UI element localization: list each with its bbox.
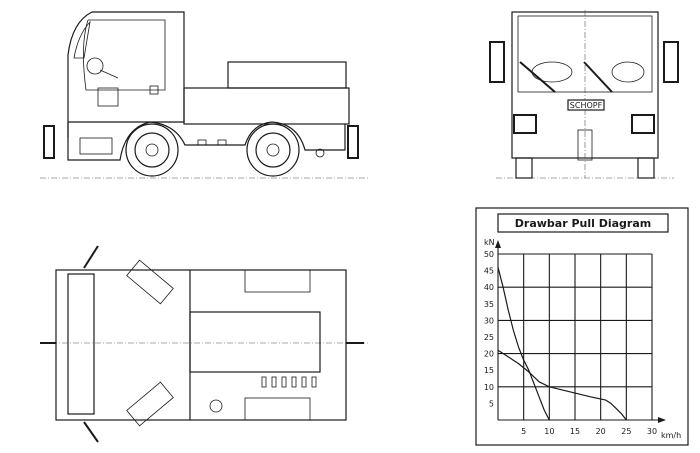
x-tick-label: 10: [544, 427, 554, 436]
rear-wheel-bottom: [244, 397, 311, 421]
door-panel: [97, 87, 119, 107]
rear-deck: [227, 61, 347, 89]
cab-front: [67, 273, 95, 415]
chassis-outline: [67, 121, 346, 161]
series-line-1: [497, 267, 550, 421]
seat: [531, 61, 573, 83]
vent-slots: [261, 376, 317, 388]
x-axis-label: km/h: [661, 431, 681, 440]
cab-outline: [67, 11, 185, 138]
x-tick-label: 15: [570, 427, 580, 436]
wiper-right: [583, 61, 613, 93]
chart-ticks: 5 10 15 20 25 30 5 10 15 20 25 30 35 40 45 50: [484, 250, 657, 436]
rear-wheel: [246, 123, 300, 177]
cab-window: [83, 19, 166, 91]
y-axis-arrow: [495, 240, 501, 248]
step-box: [79, 137, 113, 155]
wiper-left: [519, 61, 556, 93]
mirror-left: [489, 41, 505, 83]
tow-hitch: [315, 148, 325, 158]
seat-headrest: [86, 57, 104, 75]
front-window: [73, 20, 91, 59]
y-tick-label: 30: [484, 316, 494, 325]
x-tick-label: 5: [521, 427, 526, 436]
y-tick-label: 20: [484, 350, 494, 359]
y-tick-label: 40: [484, 283, 494, 292]
wheel-left: [515, 157, 533, 179]
side-light: [197, 139, 207, 146]
front-wheel: [125, 123, 179, 177]
mirror-right: [663, 41, 679, 83]
y-tick-label: 45: [484, 267, 494, 276]
x-tick-label: 25: [621, 427, 631, 436]
vehicle-outline: [55, 269, 347, 421]
mirror-arm-top: [83, 245, 99, 269]
front-bumper: [43, 125, 55, 159]
rear-bumper: [347, 125, 359, 159]
headlight-right: [631, 114, 655, 134]
y-tick-label: 15: [484, 366, 494, 375]
steering-wheel: [611, 61, 645, 83]
chart-grid: [495, 240, 666, 423]
y-tick-label: 5: [489, 399, 494, 408]
wheel-right: [637, 157, 655, 179]
chart-title: Drawbar Pull Diagram: [515, 217, 651, 230]
front-wheel-bottom: [126, 381, 174, 427]
license-plate: [567, 99, 605, 111]
side-view: [40, 11, 370, 179]
fuel-cap: [209, 399, 223, 413]
plate-text: SCHOPF: [570, 101, 603, 110]
chart-title-box: [497, 213, 669, 233]
engine-cover: [189, 311, 321, 373]
mirror-arm-bottom: [83, 421, 99, 443]
chart-series: [497, 267, 627, 421]
x-axis-arrow: [658, 417, 666, 423]
headlight-left: [513, 114, 537, 134]
x-tick-label: 20: [596, 427, 606, 436]
chart-frame: [475, 207, 689, 446]
y-tick-label: 10: [484, 383, 494, 392]
front-wheel-top: [126, 259, 174, 305]
steering-wheel: [99, 69, 119, 79]
front-view: SCHOPF: [489, 10, 679, 179]
y-tick-label: 35: [484, 300, 494, 309]
tow-coupling: [577, 129, 593, 161]
y-tick-label: 25: [484, 333, 494, 342]
x-tick-label: 30: [647, 427, 657, 436]
body-side: [183, 87, 350, 125]
top-view: [40, 245, 370, 443]
cab-emblem: [149, 85, 159, 95]
series-line-2: [497, 349, 627, 421]
side-light: [217, 139, 227, 146]
drawbar-pull-chart: Drawbar Pull Diagram 5 10 15 20 25 30 5 10 15 20 2…: [475, 207, 689, 446]
y-tick-label: 50: [484, 250, 494, 259]
rear-wheel-top: [244, 269, 311, 293]
y-axis-label: kN: [484, 238, 495, 247]
